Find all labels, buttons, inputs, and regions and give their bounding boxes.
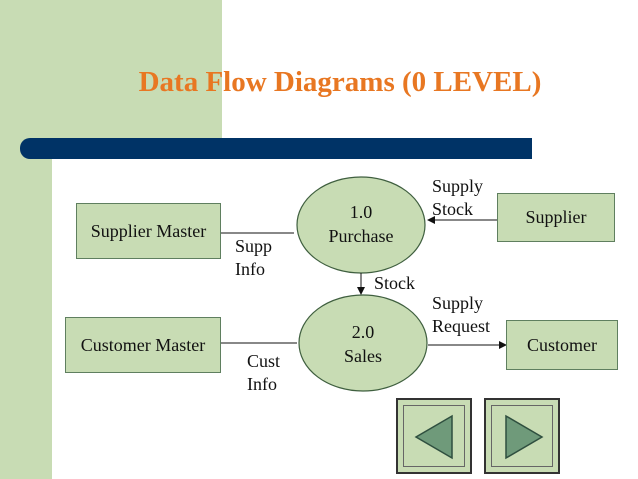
previous-slide-button-inner [403, 405, 465, 467]
next-slide-button[interactable] [484, 398, 560, 474]
entity-customer-label: Customer [527, 334, 597, 355]
entity-customer-master-label: Customer Master [80, 334, 206, 355]
decorative-green-panel [0, 0, 222, 138]
flow-label-cust-info-line1: Cust [247, 351, 281, 371]
flow-label-supply-stock-line1: Supply [432, 176, 484, 196]
slide-title: Data Flow Diagrams (0 LEVEL) [138, 66, 542, 98]
process-purchase-number: 1.0 [349, 202, 373, 222]
process-sales-name: Sales [344, 346, 382, 366]
flow-label-cust-info: Cust Info [247, 350, 280, 396]
previous-slide-button[interactable] [396, 398, 472, 474]
triangle-right-icon [505, 414, 544, 460]
flow-label-supp-info-line1: Supp [235, 236, 273, 256]
process-purchase-name: Purchase [328, 226, 394, 246]
flow-label-supply-request: Supply Request [432, 292, 490, 338]
process-purchase-text: 1.0 Purchase [311, 200, 411, 248]
flow-label-supply-stock-line2: Stock [432, 199, 474, 219]
entity-supplier-master-label: Supplier Master [90, 220, 207, 241]
process-sales-number: 2.0 [351, 322, 375, 342]
entity-customer-master: Customer Master [65, 317, 221, 373]
entity-supplier: Supplier [497, 193, 615, 242]
entity-customer: Customer [506, 320, 618, 370]
flow-label-cust-info-line2: Info [247, 374, 277, 394]
entity-supplier-label: Supplier [525, 207, 587, 227]
decorative-green-strip [0, 138, 52, 479]
flow-label-supply-stock: Supply Stock [432, 175, 483, 221]
flow-label-supply-request-line1: Supply [432, 293, 484, 313]
entity-supplier-master: Supplier Master [76, 203, 221, 259]
flow-label-supp-info-line2: Info [235, 259, 265, 279]
flow-label-stock-line1: Stock [374, 273, 416, 293]
flow-label-supp-info: Supp Info [235, 235, 272, 281]
triangle-left-icon [414, 414, 453, 460]
next-slide-button-inner [491, 405, 553, 467]
flow-label-stock: Stock [374, 272, 415, 295]
title-divider-bar [20, 138, 532, 159]
process-sales-text: 2.0 Sales [313, 320, 413, 368]
process-sales-circle [298, 294, 428, 392]
flow-label-supply-request-line2: Request [432, 316, 490, 336]
